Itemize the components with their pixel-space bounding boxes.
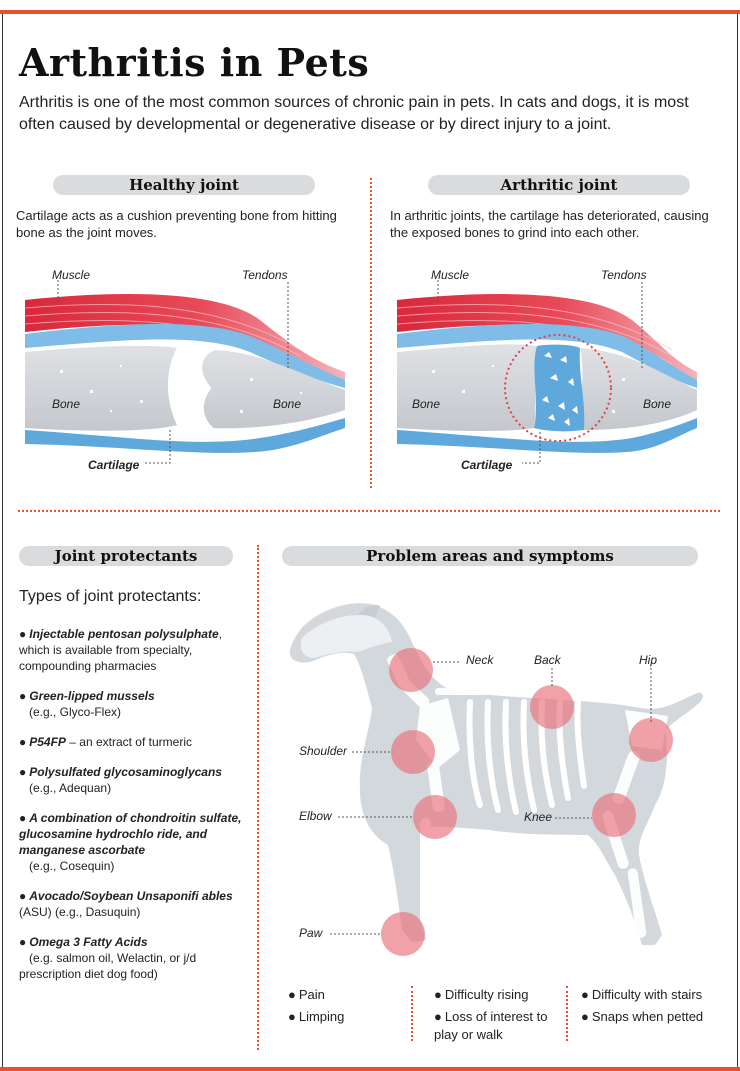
- healthy-muscle-label: Muscle: [52, 268, 91, 282]
- list-item: ●Loss of interest to play or walk: [434, 1009, 548, 1042]
- list-item: ●A combination of chondroitin sulfate, g…: [19, 811, 242, 873]
- protectants-subheading: Types of joint protectants:: [19, 588, 202, 605]
- tendon-sheath-bottom: [397, 418, 697, 453]
- arthritic-joint-description: In arthritic joints, the cartilage has d…: [390, 208, 709, 240]
- worn-cartilage: [534, 344, 585, 432]
- arthritic-cartilage-label: Cartilage: [461, 458, 513, 472]
- arthritic-joint-diagram: [396, 280, 697, 464]
- list-item: ●Green-lipped mussels(e.g., Glyco-Flex): [19, 689, 155, 719]
- healthy-joint-description: Cartilage acts as a cushion preventing b…: [16, 208, 337, 240]
- arthritic-tendons-label: Tendons: [601, 268, 647, 282]
- symptoms-column-1: ●Pain ●Limping: [288, 986, 398, 1030]
- healthy-bone-left-label: Bone: [52, 397, 81, 411]
- symptoms-divider-1: [411, 986, 413, 1041]
- list-item: ●P54FP – an extract of turmeric: [19, 735, 192, 749]
- healthy-bone-right-label: Bone: [273, 397, 302, 411]
- debris-fragments: [432, 352, 654, 426]
- problem-areas-heading: Problem areas and symptoms: [282, 546, 698, 566]
- healthy-joint-diagram: [24, 280, 345, 464]
- frame-right: [737, 14, 738, 1067]
- list-item: ●Injectable pentosan polysulphate, which…: [19, 627, 222, 673]
- divider-vertical-bottom: [257, 545, 259, 1050]
- arthritic-bone-right-label: Bone: [643, 397, 672, 411]
- list-item: ●Difficulty with stairs: [581, 987, 703, 1002]
- tendon-sheath-bottom: [25, 418, 345, 453]
- intro-text: Arthritis is one of the most common sour…: [19, 94, 689, 133]
- knee-label: Knee: [524, 810, 553, 824]
- divider-horizontal: [18, 510, 720, 512]
- healthy-cartilage: [168, 346, 215, 429]
- tendon-sheath-top: [397, 324, 697, 388]
- list-item: ●Polysulfated glycosaminoglycans(e.g., A…: [19, 765, 222, 795]
- dog-skeleton-diagram: [289, 603, 703, 945]
- top-accent-bar: [0, 10, 740, 14]
- shoulder-label: Shoulder: [299, 744, 348, 758]
- bone-speckles: [60, 365, 302, 413]
- muscle-shape: [25, 294, 345, 382]
- protectants-list: ●Injectable pentosan polysulphate, which…: [19, 626, 244, 996]
- paw-label: Paw: [299, 926, 323, 940]
- page-title: Arthritis in Pets: [19, 40, 370, 85]
- arthritic-joint-heading: Arthritic joint: [428, 175, 690, 195]
- damage-highlight-ring: [504, 334, 612, 442]
- back-label: Back: [534, 653, 561, 667]
- joint-protectants-heading: Joint protectants: [19, 546, 233, 566]
- healthy-cartilage-label: Cartilage: [88, 458, 140, 472]
- symptoms-divider-2: [566, 986, 568, 1041]
- list-item: ●Difficulty rising: [434, 987, 529, 1002]
- list-item: ●Limping: [288, 1009, 345, 1024]
- bone-right: [200, 350, 345, 429]
- list-item: ●Avocado/Soybean Unsaponifi ables (ASU) …: [19, 889, 233, 919]
- divider-vertical-top: [370, 178, 372, 488]
- arthritic-muscle-label: Muscle: [431, 268, 470, 282]
- symptoms-column-3: ●Difficulty with stairs ●Snaps when pett…: [581, 986, 721, 1030]
- bottom-accent-bar: [0, 1067, 740, 1071]
- neck-label: Neck: [466, 653, 494, 667]
- healthy-joint-heading: Healthy joint: [53, 175, 315, 195]
- muscle-shape: [397, 294, 697, 382]
- frame-left: [2, 14, 3, 1067]
- elbow-label: Elbow: [299, 809, 332, 823]
- list-item: ●Snaps when petted: [581, 1009, 704, 1024]
- arthritic-bone-left-label: Bone: [412, 397, 441, 411]
- bone-left: [397, 344, 537, 431]
- tendon-sheath-top: [25, 324, 345, 388]
- bone-right: [580, 348, 697, 430]
- hip-label: Hip: [639, 653, 658, 667]
- list-item: ●Omega 3 Fatty Acids(e.g. salmon oil, We…: [19, 935, 197, 981]
- list-item: ●Pain: [288, 987, 325, 1002]
- healthy-tendons-label: Tendons: [242, 268, 288, 282]
- symptoms-column-2: ●Difficulty rising ●Loss of interest to …: [434, 986, 564, 1048]
- bone-left: [25, 345, 178, 431]
